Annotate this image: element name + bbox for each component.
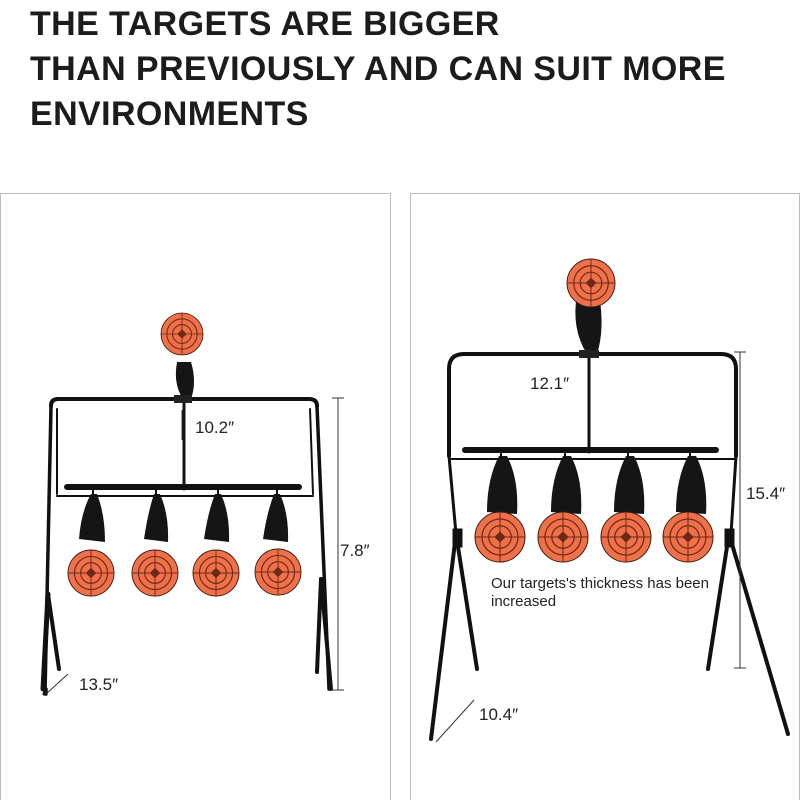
headline-line-1: THE TARGETS ARE BIGGER <box>30 5 500 43</box>
old-width-label: 10.2″ <box>195 418 235 437</box>
new-width-label: 12.1″ <box>530 374 570 393</box>
old-target-panel <box>0 193 391 800</box>
headline: THE TARGETS ARE BIGGER THAN PREVIOUSLY A… <box>30 2 790 137</box>
old-target-illustration <box>40 362 333 696</box>
headline-line-3: ENVIRONMENTS <box>30 95 309 133</box>
new-target-panel <box>410 193 800 800</box>
new-base-label: 10.4″ <box>479 705 519 724</box>
thickness-note: Our targets's thickness has been increas… <box>491 575 709 610</box>
new-height-label: 15.4″ <box>746 484 786 503</box>
old-base-label: 13.5″ <box>79 675 119 694</box>
new-target-illustration <box>429 294 790 741</box>
headline-line-2: THAN PREVIOUSLY AND CAN SUIT MORE <box>30 50 726 88</box>
old-height-label: 7.8″ <box>340 541 370 560</box>
